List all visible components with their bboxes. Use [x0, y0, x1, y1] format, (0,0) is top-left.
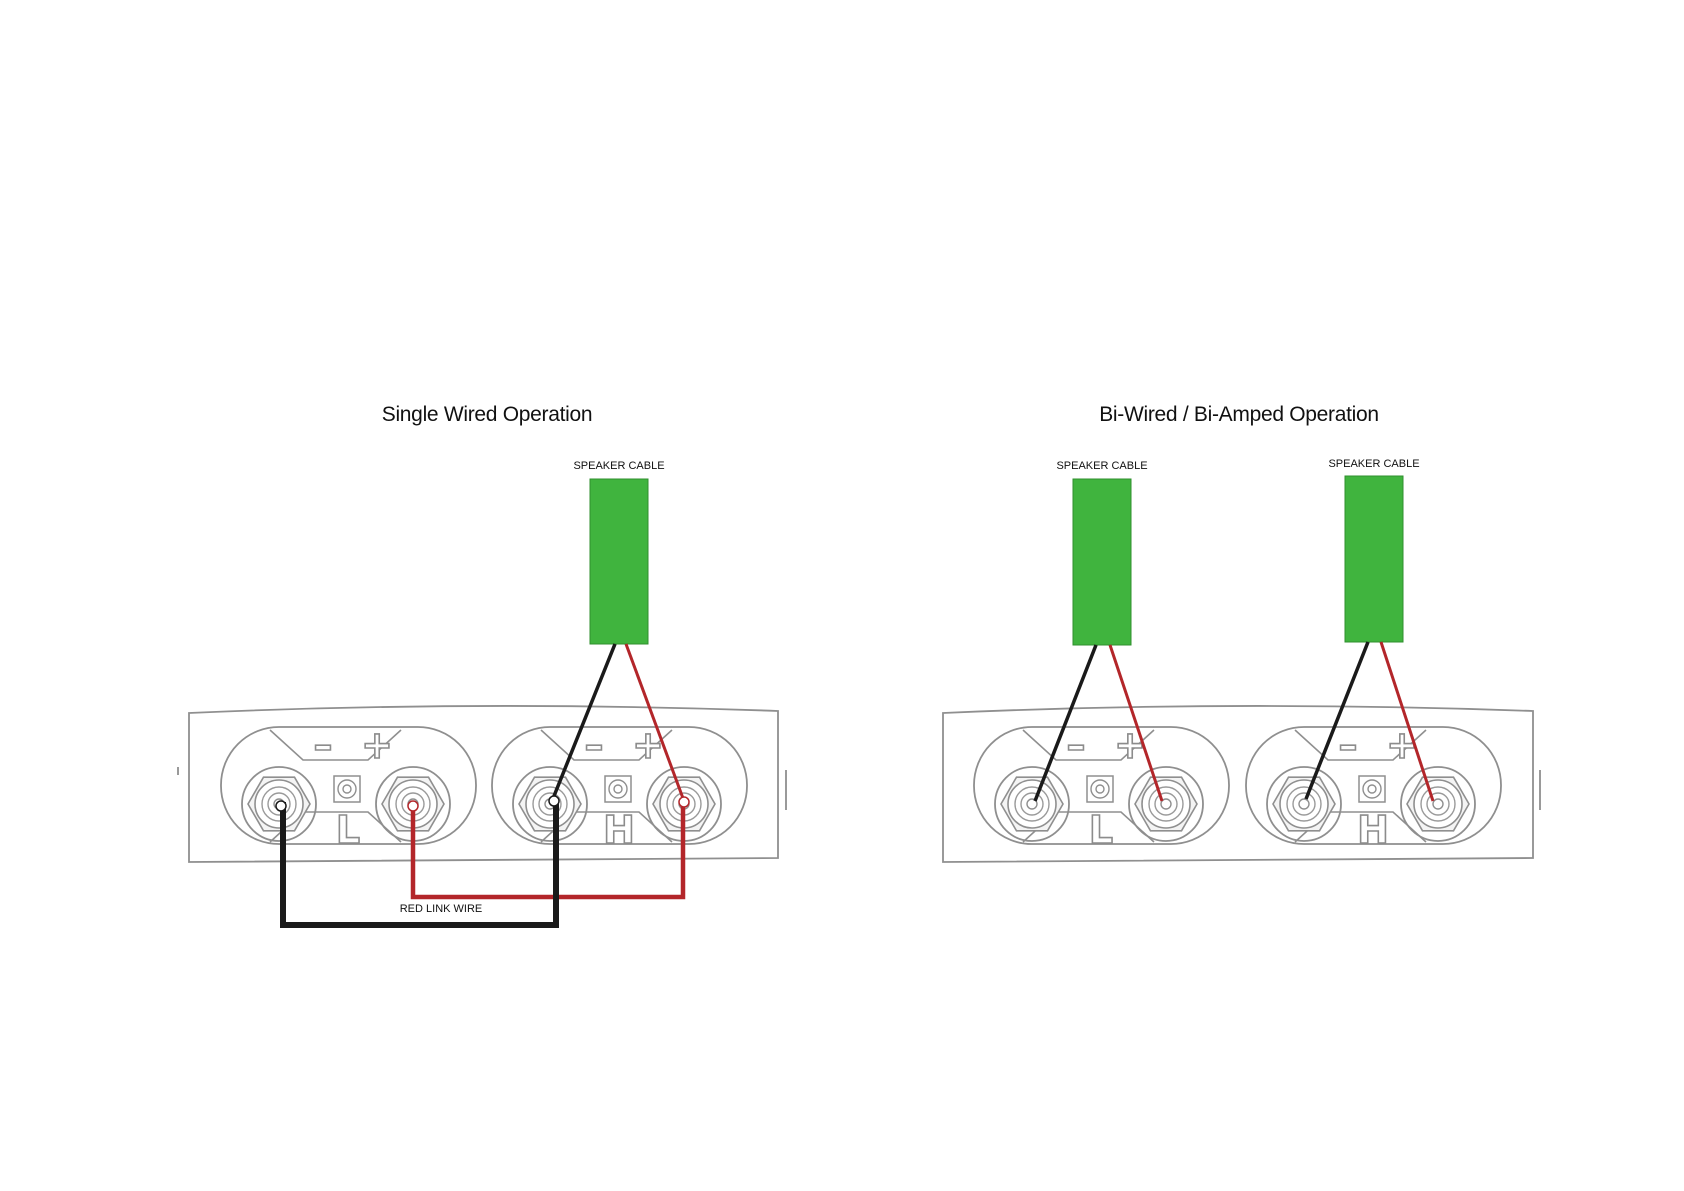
red-link-wire-label: RED LINK WIRE — [400, 903, 483, 915]
negative-sign: – — [314, 723, 333, 767]
speaker-cable-label: SPEAKER CABLE — [1328, 458, 1419, 470]
wire-end-dot — [549, 796, 559, 806]
negative-binding-post — [1267, 767, 1341, 841]
positive-binding-post — [1401, 767, 1475, 841]
positive-sign: + — [361, 723, 393, 767]
terminal-group-low: – + L — [242, 723, 450, 852]
speaker-cable-low — [1073, 479, 1131, 645]
center-screw — [334, 776, 360, 802]
terminal-group-high: – + H — [1267, 723, 1475, 852]
center-screw — [1359, 776, 1385, 802]
terminal-group-high: – + H — [513, 723, 721, 852]
negative-binding-post — [995, 767, 1069, 841]
wire-end-dot — [276, 801, 286, 811]
panel-title: Bi-Wired / Bi-Amped Operation — [1099, 403, 1379, 426]
terminal-label-high: H — [1357, 808, 1389, 852]
terminal-label-low: L — [336, 808, 360, 852]
speaker-cable-high — [1345, 476, 1403, 642]
terminal-label-high: H — [603, 808, 635, 852]
negative-sign: – — [1067, 723, 1086, 767]
negative-sign: – — [585, 723, 604, 767]
high-positive-wire — [1381, 642, 1433, 801]
negative-sign: – — [1339, 723, 1358, 767]
terminal-group-low: – + L — [995, 723, 1203, 852]
center-screw — [1087, 776, 1113, 802]
single-wired-panel: Single Wired Operation SPEAKER CABLE – +… — [178, 403, 786, 925]
speaker-cable-label: SPEAKER CABLE — [573, 460, 664, 472]
terminal-label-low: L — [1089, 808, 1113, 852]
positive-binding-post — [1129, 767, 1203, 841]
wire-end-dot — [408, 801, 418, 811]
center-screw — [605, 776, 631, 802]
positive-sign: + — [1114, 723, 1146, 767]
speaker-cable — [590, 479, 648, 644]
speaker-cable-label: SPEAKER CABLE — [1056, 460, 1147, 472]
panel-title: Single Wired Operation — [382, 403, 593, 426]
wire-end-dot — [679, 797, 689, 807]
bi-wired-panel: Bi-Wired / Bi-Amped Operation SPEAKER CA… — [943, 403, 1540, 862]
